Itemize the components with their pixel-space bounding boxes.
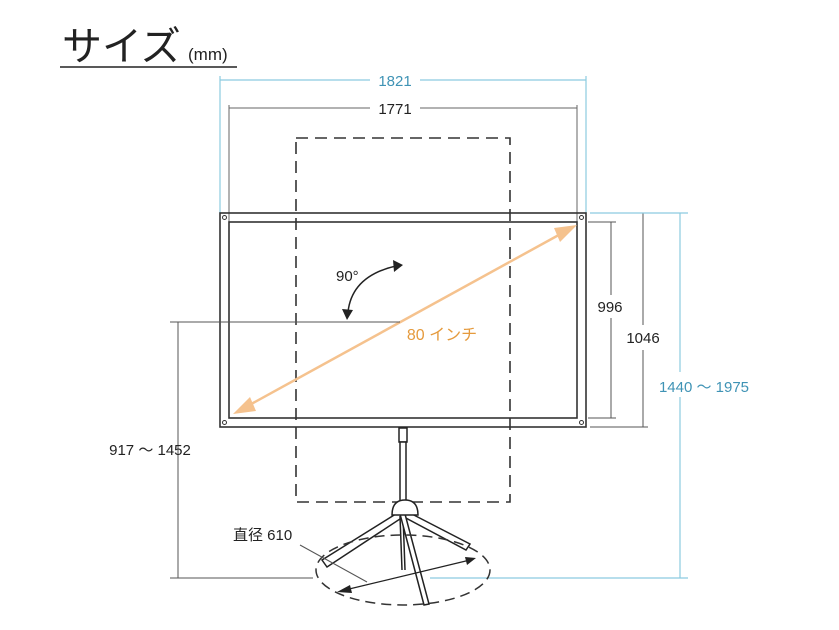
overall-width-dimension [219, 76, 587, 213]
rotation-arrowhead-icon [393, 260, 403, 272]
screen-width-dimension [228, 105, 578, 222]
rotation-arc-icon [347, 265, 397, 313]
bottom-edge-height-dimension [170, 321, 400, 579]
corner-grommets [222, 215, 584, 425]
total-height-dimension [430, 212, 688, 579]
total-height-label: 1440 〜 1975 [659, 379, 749, 396]
bottom-edge-height-label: 917 〜 1452 [109, 442, 191, 459]
screen-width-label: 1771 [378, 101, 411, 118]
screen-surface [228, 221, 578, 419]
frame-height-label: 1046 [626, 330, 659, 347]
overall-width-label: 1821 [378, 73, 411, 90]
screen-height-dimension [588, 221, 616, 419]
rotation-arrowhead-icon [342, 309, 353, 320]
diagonal-label: 80 インチ [407, 327, 477, 344]
base-footprint [315, 534, 491, 606]
base-diameter-label: 直径 610 [233, 527, 292, 544]
title: サイズ [62, 25, 181, 69]
diagonal-arrow [233, 225, 577, 414]
rotation-label: 90° [336, 268, 359, 285]
title-unit: (mm) [188, 45, 228, 64]
screen-height-label: 996 [597, 299, 622, 316]
frame-height-dimension [590, 212, 648, 428]
base-diameter-arrow [299, 544, 476, 593]
screen-frame [219, 212, 587, 428]
